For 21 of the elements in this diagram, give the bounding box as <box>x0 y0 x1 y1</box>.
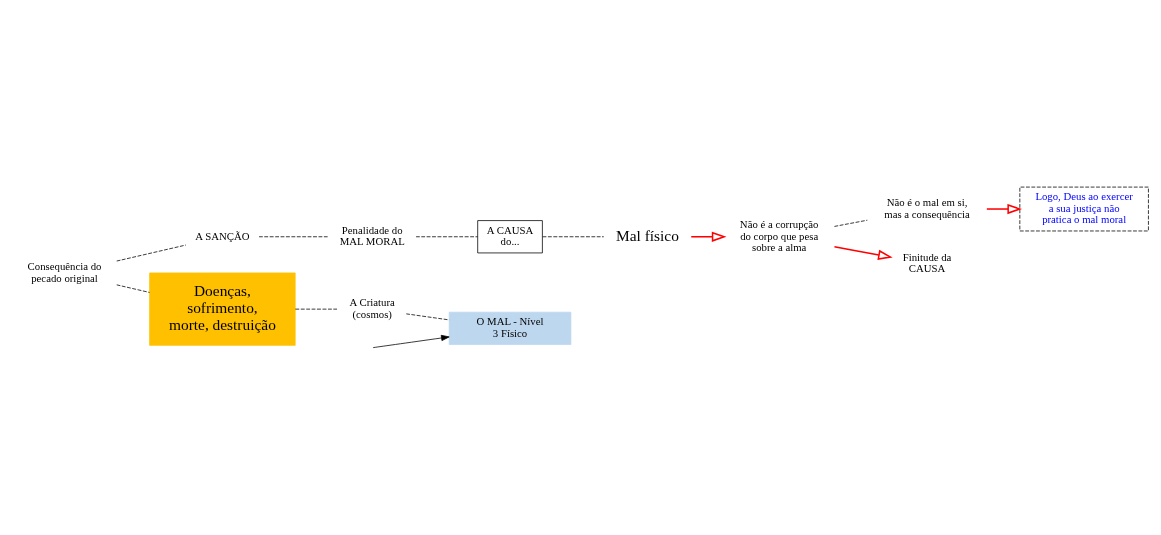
node-text: Mal físico <box>616 226 679 244</box>
connector <box>542 236 605 238</box>
connector <box>405 313 450 321</box>
connector <box>116 284 150 293</box>
arrow <box>833 246 893 260</box>
node-text: Penalidade do MAL MORAL <box>339 223 405 248</box>
node-text: A SANÇÃO <box>195 229 250 242</box>
node-text: Finitude da CAUSA <box>902 250 952 275</box>
node-box: A CAUSA do... <box>477 220 543 254</box>
node-text: Não é o mal em si, mas a consequência <box>884 196 970 220</box>
connector <box>415 236 479 238</box>
node-box: Logo, Deus ao exercer a sua justiça não pratica o mal moral <box>1019 186 1149 232</box>
arrow <box>372 334 450 348</box>
arrow <box>690 231 727 242</box>
node-text: Consequência do pecado original <box>27 260 102 284</box>
connector <box>116 244 187 262</box>
node-text: A Criatura (cosmos) <box>349 296 395 320</box>
arrow <box>986 203 1023 215</box>
node-box: O MAL - Nível 3 Físico <box>448 311 572 345</box>
node-box: Doenças, sofrimento, morte, destruição <box>149 272 296 346</box>
node-text: Não é a corrupção do corpo que pesa sobre a alma <box>739 218 819 254</box>
